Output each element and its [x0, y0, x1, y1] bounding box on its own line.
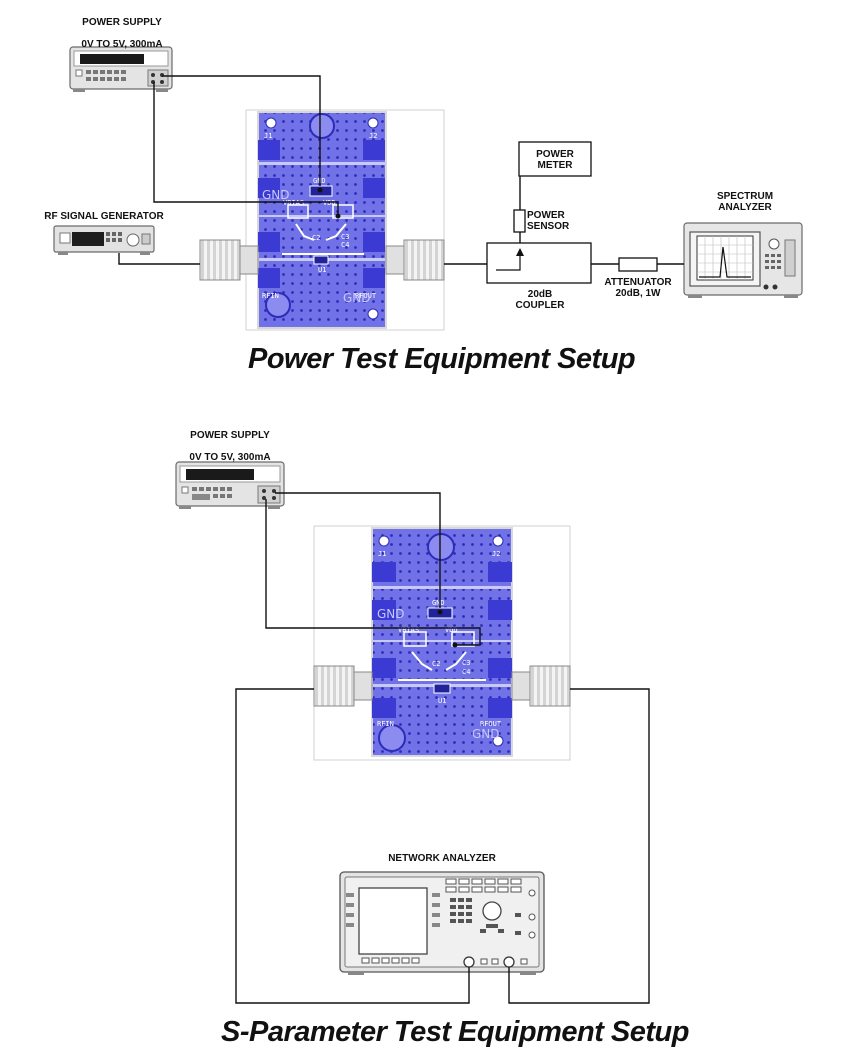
rf-signal-generator-label: RF SIGNAL GENERATOR	[44, 211, 164, 222]
board-gnd-large-label: GND	[343, 291, 371, 305]
sparam-setup-title: S-Parameter Test Equipment Setup	[221, 1016, 689, 1048]
evaluation-board-sparam	[313, 525, 571, 761]
power-supply-label-2: POWER SUPPLY 0V TO 5V, 300mA	[168, 419, 292, 474]
network-analyzer-icon	[339, 871, 545, 975]
power-supply-icon-2	[175, 461, 285, 509]
coupler-box	[486, 242, 592, 284]
wire-nodes-sparam	[437, 609, 458, 648]
board2-j1-label: J1	[378, 550, 386, 558]
board2-u1-label: U1	[438, 697, 446, 705]
wiring-power-setup	[118, 75, 684, 265]
board2-rfout-label: RFOUT	[480, 720, 502, 728]
board2-gnd-large-label: GND	[472, 727, 500, 741]
power-supply-range-2: 0V TO 5V, 300mA	[189, 452, 271, 463]
board-vdd-label: VDD	[323, 199, 336, 207]
wiring-sparam-setup	[235, 492, 650, 1004]
power-supply-icon	[69, 46, 173, 92]
power-supply-label-1: POWER SUPPLY 0V TO 5V, 300mA	[60, 6, 184, 61]
board2-gnd-corner-label: GND	[377, 607, 405, 621]
board-u1-label: U1	[318, 266, 326, 274]
evaluation-board-power	[245, 109, 445, 331]
sma-connector-left	[199, 239, 259, 281]
power-meter-label: POWER METER	[536, 149, 574, 171]
power-setup-title: Power Test Equipment Setup	[248, 343, 636, 375]
board-c2-label: C2	[312, 234, 320, 242]
board-c4-label: C4	[341, 241, 349, 249]
coupler-label: 20dB COUPLER	[515, 289, 565, 311]
board2-vdd-label: VDD	[445, 626, 458, 634]
board-rfout-label: RFOUT	[355, 292, 377, 300]
sma-connector-right-2	[511, 665, 571, 707]
power-sensor-label: POWER SENSOR	[527, 210, 570, 232]
board2-c2-label: C2	[432, 660, 440, 668]
board-vbias-label: VBIAS	[283, 199, 304, 207]
board2-vbias-label: VBIAS	[398, 626, 419, 634]
board2-rfin-label: RFIN	[377, 720, 394, 728]
board-c3-label: C3	[341, 233, 349, 241]
board-gnd-corner-label: GND	[262, 188, 290, 202]
power-supply-title: POWER SUPPLY	[82, 17, 162, 28]
power-meter-box	[518, 141, 592, 177]
board-rfin-label: RFIN	[262, 292, 279, 300]
board2-gnd-label: GND	[432, 599, 445, 607]
power-sensor-box	[513, 209, 526, 233]
spectrum-analyzer-icon	[683, 222, 803, 298]
sma-connector-right	[385, 239, 445, 281]
signal-generator-icon	[53, 225, 155, 255]
board2-j2-label: J2	[492, 550, 500, 558]
board-j1-label: J1	[264, 132, 272, 140]
board2-c3-label: C3	[462, 659, 470, 667]
attenuator-box	[618, 257, 658, 272]
network-analyzer-label: NETWORK ANALYZER	[388, 853, 496, 864]
board-j2-label: J2	[369, 132, 377, 140]
sma-connector-left-2	[313, 665, 373, 707]
wire-nodes-power	[317, 187, 341, 219]
board2-c4-label: C4	[462, 668, 470, 676]
attenuator-label: ATTENUATOR 20dB, 1W	[604, 277, 672, 299]
power-supply-title-2: POWER SUPPLY	[190, 430, 270, 441]
spectrum-analyzer-label: SPECTRUM ANALYZER	[716, 191, 774, 213]
power-supply-range: 0V TO 5V, 300mA	[81, 39, 163, 50]
